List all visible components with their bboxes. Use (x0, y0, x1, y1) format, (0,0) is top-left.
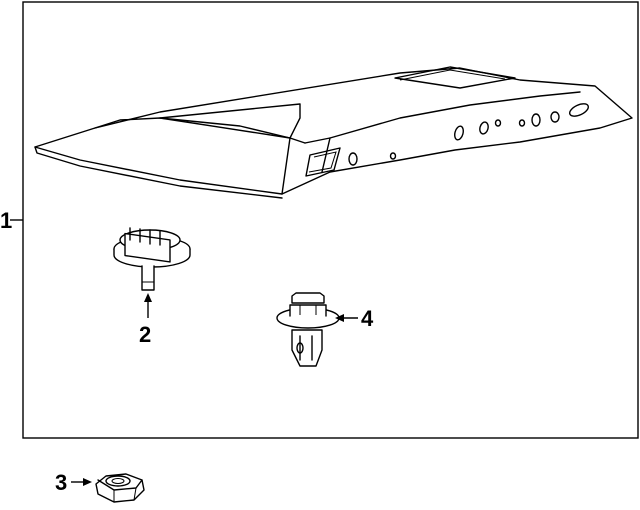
diagram-frame (22, 1, 639, 439)
callout-4-arrow (335, 314, 344, 322)
callout-3-arrow (83, 478, 92, 486)
headliner-panel-illustration (34, 66, 633, 199)
callout-2-label: 2 (139, 322, 151, 347)
hex-nut-illustration (95, 473, 145, 503)
callout-1-label: 1 (0, 208, 12, 233)
push-pin-clip-illustration (113, 227, 191, 291)
callout-2-arrow (144, 293, 152, 302)
callout-4-label: 4 (361, 306, 374, 331)
callout-3-label: 3 (55, 470, 67, 495)
retainer-clip-illustration (276, 292, 340, 367)
